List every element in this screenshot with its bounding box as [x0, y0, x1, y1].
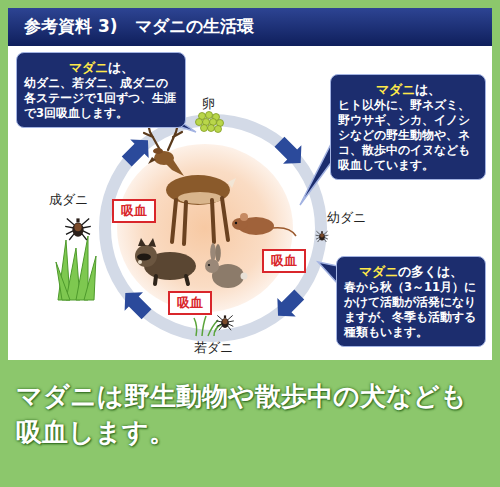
egg-cluster	[206, 112, 213, 119]
callout-heading: マダニ	[376, 82, 415, 97]
mouse	[272, 228, 296, 236]
callout-box: マダニは、ヒト以外に、野ネズミ、野ウサギ、シカ、イノシシなどの野生動物や、ネコ、…	[330, 74, 486, 180]
raccoon-dog	[135, 238, 196, 284]
egg-cluster	[208, 125, 215, 132]
deer	[172, 198, 228, 244]
callout-text: 春から秋（3～11月）にかけて活動が活発になりますが、冬季も活動する種類もいます…	[344, 280, 476, 339]
nymph-tick	[216, 315, 234, 330]
deer	[144, 124, 182, 150]
header-bar	[8, 8, 492, 46]
raccoon-dog	[135, 245, 157, 267]
rabbit	[205, 243, 248, 288]
cycle-ring	[105, 120, 321, 336]
mouse	[235, 222, 237, 224]
callout-heading: は、	[108, 60, 134, 75]
deer	[153, 148, 163, 154]
callout-tail	[300, 140, 333, 205]
cycle-arrow	[116, 131, 310, 325]
stage-label: 卵	[202, 96, 215, 111]
larva-tick	[316, 231, 329, 242]
callout-text: 吸血	[271, 253, 297, 268]
raccoon-dog	[138, 238, 156, 247]
stage-label: 若ダニ	[194, 340, 233, 355]
deer	[144, 124, 160, 150]
mouse	[240, 213, 248, 221]
egg-cluster	[215, 126, 222, 133]
rabbit	[241, 273, 248, 280]
stage-label: 成ダニ	[49, 192, 88, 207]
callout-text: 吸血	[121, 203, 147, 218]
rabbit	[210, 243, 216, 261]
callout-box: マダニの多くは、春から秋（3～11月）にかけて活動が活発になりますが、冬季も活動…	[336, 256, 486, 347]
callout-tail	[318, 262, 338, 284]
panel	[8, 8, 492, 360]
cycle-arrow	[270, 133, 310, 173]
callout-box: マダニは、幼ダニ、若ダニ、成ダニの各ステージで1回ずつ、生涯で3回吸血します。	[16, 52, 186, 128]
deer	[228, 178, 236, 188]
egg-cluster	[196, 119, 203, 126]
caption: マダニは野生動物や散歩中の犬なども吸血します。	[16, 378, 488, 451]
deer	[148, 157, 156, 164]
deer	[172, 198, 228, 244]
grass	[84, 256, 96, 300]
callout-text: 幼ダニ、若ダニ、成ダニの各ステージで1回ずつ、生涯で3回吸血します。	[24, 76, 176, 120]
raccoon-dog	[155, 276, 188, 284]
callout-text: 吸血	[177, 295, 203, 310]
callout-heading: の多くは、	[398, 264, 463, 279]
feeding-tag: 吸血	[112, 199, 156, 223]
host-area	[117, 144, 293, 312]
mouse	[232, 213, 296, 236]
egg-cluster	[196, 112, 224, 133]
callout-heading: マダニ	[69, 60, 108, 75]
title: 参考資料 3) マダニの生活環	[24, 15, 254, 38]
deer	[144, 124, 236, 244]
rabbit	[208, 264, 210, 266]
callout-text: ヒト以外に、野ネズミ、野ウサギ、シカ、イノシシなどの野生動物や、ネコ、散歩中のイ…	[338, 98, 470, 172]
cycle-arrow	[116, 284, 156, 324]
callout-heading: は、	[415, 82, 441, 97]
adult-tick	[65, 218, 91, 240]
grass	[56, 262, 70, 300]
raccoon-dog	[138, 260, 142, 264]
feeding-tag: 吸血	[262, 249, 306, 273]
callout-heading: マダニ	[359, 264, 398, 279]
egg-cluster	[201, 125, 208, 132]
stage-label: 幼ダニ	[327, 210, 366, 225]
deer	[168, 124, 182, 150]
rabbit	[215, 244, 221, 262]
raccoon-dog	[155, 276, 188, 284]
cycle-arrow	[269, 285, 309, 325]
grass	[56, 236, 96, 300]
feeding-tag: 吸血	[168, 291, 212, 315]
raccoon-dog	[137, 254, 151, 261]
